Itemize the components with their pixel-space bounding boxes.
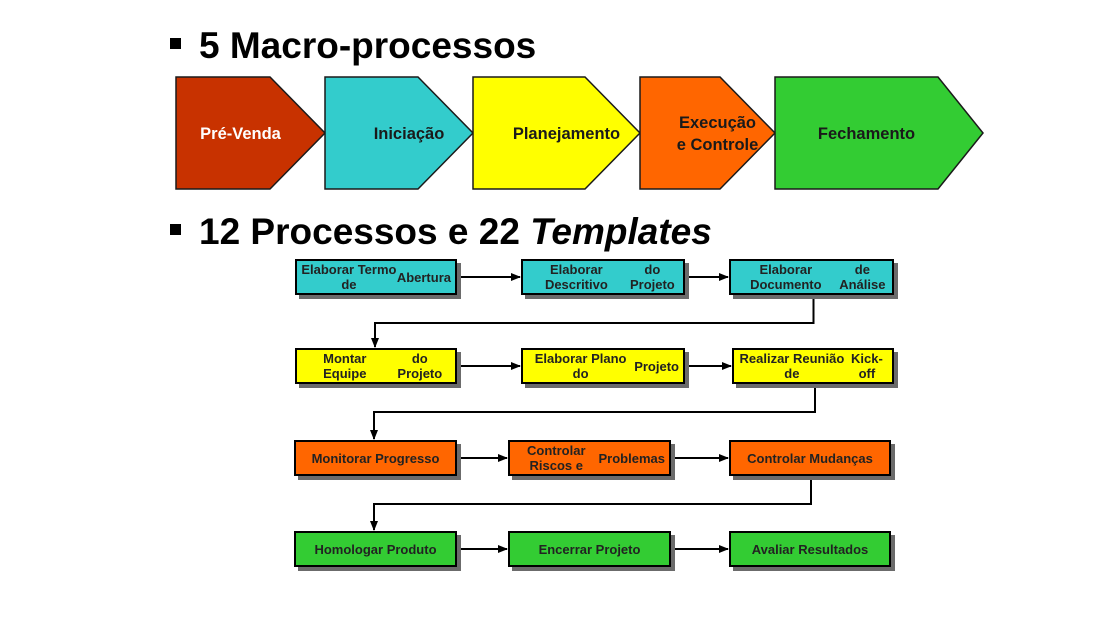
square-bullet-icon: [170, 37, 181, 49]
macro-label: Macro-processos: [229, 25, 537, 66]
macro-step-fechamento-label: Fechamento: [818, 125, 915, 143]
process-box-montar-equipe-do-projeto: Montar Equipe do Projeto: [295, 348, 457, 384]
process-box-label: Problemas: [598, 450, 665, 466]
process-box-controlar-riscos-e-problemas: Controlar Riscos e Problemas: [508, 440, 671, 476]
process-box-label: Elaborar Descritivo: [544, 262, 608, 292]
macro-step-pre-venda-label: Pré-Venda: [200, 125, 282, 143]
macro-step-pre-venda: Pré-Venda: [175, 76, 327, 190]
macro-count: 5: [199, 25, 220, 66]
macro-step-planejamento: Planejamento: [472, 76, 642, 190]
process-box-avaliar-resultados: Avaliar Resultados: [729, 531, 891, 567]
process-box-label: Kick-off: [850, 351, 883, 381]
process-box-elaborar-plano-do-projeto: Elaborar Plano do Projeto: [521, 348, 685, 384]
process-box-monitorar-progresso: Monitorar Progresso: [294, 440, 457, 476]
macro-process-chevrons: Pré-Venda Iniciação Planejamento Execução e …: [175, 76, 984, 190]
macro-step-planejamento-label: Planejamento: [513, 125, 620, 143]
process-box-encerrar-projeto: Encerrar Projeto: [508, 531, 671, 567]
process-box-controlar-mudancas: Controlar Mudanças: [729, 440, 891, 476]
macro-step-execucao-e-controle: Execução e Controle: [639, 76, 777, 190]
process-box-label: Encerrar Projeto: [538, 541, 641, 557]
process-box-label: Elaborar Termo de: [301, 262, 397, 292]
macro-step-execucao-e-controle-shape: [639, 76, 777, 190]
row-wrap-connector: [370, 388, 816, 440]
process-box-elaborar-documento-de-analise: Elaborar Documento de Análise: [729, 259, 894, 295]
process-box-homologar-produto: Homologar Produto: [294, 531, 457, 567]
row-wrap-connector: [370, 480, 812, 531]
process-box-label: Monitorar Progresso: [311, 450, 440, 466]
process-box-label: do Projeto: [629, 262, 675, 292]
process-connectors: [370, 273, 816, 553]
process-box-label: Controlar Mudanças: [747, 450, 873, 466]
macro-step-execucao-e-controle-label: e Controle: [677, 136, 759, 154]
macro-step-iniciacao-label: Iniciação: [374, 125, 445, 143]
process-box-label: Realizar Reunião de: [739, 351, 845, 381]
process-box-label: Elaborar Plano do: [534, 351, 627, 381]
macro-step-fechamento-shape: [774, 76, 984, 190]
process-box-label: Abertura: [396, 269, 451, 285]
macro-step-iniciacao-shape: [324, 76, 475, 190]
macro-step-execucao-e-controle-label: Execução: [679, 114, 756, 132]
macro-step-fechamento: Fechamento: [774, 76, 984, 190]
macro-processes-heading: 5 Macro-processos: [170, 27, 536, 64]
process-box-label: Montar Equipe: [323, 351, 367, 381]
process-box-label: do Projeto: [397, 351, 443, 381]
templates-label: Templates: [530, 211, 712, 252]
process-box-label: Homologar Produto: [314, 541, 437, 557]
process-box-elaborar-descritivo-do-projeto: Elaborar Descritivo do Projeto: [521, 259, 685, 295]
process-box-label: Projeto: [634, 358, 679, 374]
processes-label: 12 Processos e 22: [199, 211, 531, 252]
processes-templates-heading: 12 Processos e 22 Templates: [170, 213, 712, 250]
process-box-label: Elaborar Documento: [750, 262, 822, 292]
macro-step-planejamento-shape: [472, 76, 642, 190]
process-box-label: Controlar Riscos e: [527, 443, 586, 473]
process-box-label: de Análise: [839, 262, 886, 292]
macro-step-pre-venda-shape: [175, 76, 327, 190]
row-wrap-connector: [371, 299, 815, 348]
macro-step-iniciacao: Iniciação: [324, 76, 475, 190]
square-bullet-icon: [170, 223, 181, 235]
process-box-label: Avaliar Resultados: [751, 541, 869, 557]
